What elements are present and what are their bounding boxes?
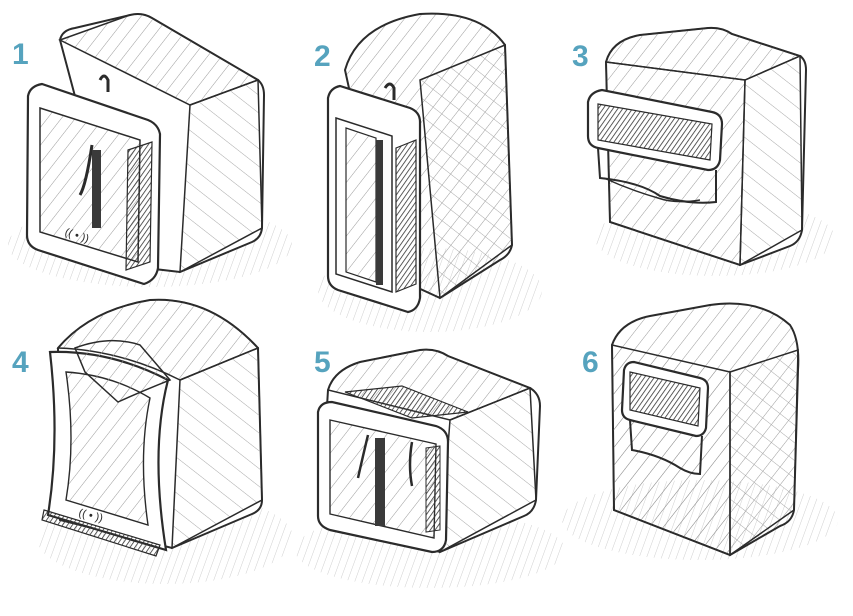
center-bar (376, 140, 383, 285)
top-slot (344, 385, 469, 419)
concept-label-3: 3 (572, 40, 589, 73)
top-visor (74, 339, 172, 403)
inner-slot (345, 127, 377, 283)
hanging-strap-right (408, 441, 414, 487)
hanging-strap (78, 144, 94, 196)
concept-label-6: 6 (582, 346, 599, 379)
handle-hook (383, 82, 396, 100)
wireless-icon: (( • )) (77, 507, 104, 525)
concept-2 (318, 12, 542, 332)
cartridge-window (597, 103, 713, 161)
concept-4: (( • )) (37, 298, 293, 584)
cartridge-window (629, 371, 701, 427)
dispenser-curl (603, 177, 701, 203)
housing-side (739, 54, 803, 267)
housing-top (605, 27, 803, 81)
handle-hook (98, 74, 110, 92)
dark-channel (125, 141, 153, 271)
concept-label-1: 1 (12, 38, 29, 71)
housing-top (58, 13, 260, 106)
concept-3 (586, 26, 835, 276)
base-strip (41, 509, 161, 557)
concept-label-5: 5 (314, 346, 331, 379)
concept-label-4: 4 (12, 346, 29, 379)
center-bar (92, 150, 101, 228)
dispenser-flap (629, 419, 703, 476)
housing-side (179, 78, 263, 274)
concept-6 (562, 302, 838, 560)
center-bar (375, 438, 385, 526)
concept-1: (( • )) (8, 13, 292, 287)
dark-channel (395, 139, 417, 293)
concept-label-2: 2 (314, 40, 331, 73)
housing-side (171, 346, 263, 550)
concept-5 (295, 348, 565, 588)
dispenser-flap (597, 147, 717, 204)
dark-channel (425, 445, 441, 533)
hanging-strap-left (356, 434, 370, 479)
frame-opening (65, 371, 151, 526)
housing-side (419, 43, 513, 300)
